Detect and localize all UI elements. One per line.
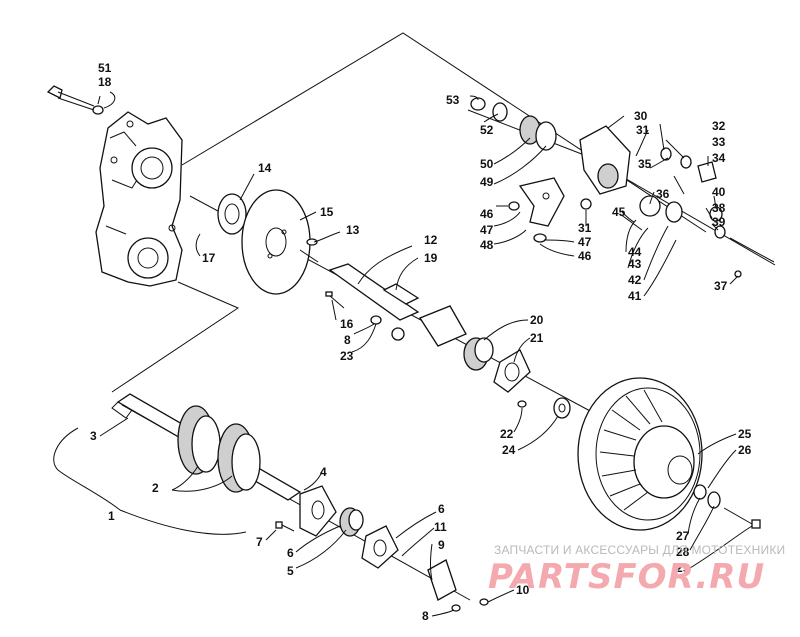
callout-c12: 12 [424,233,438,247]
mount-bracket-48 [508,177,565,243]
callout-c39: 39 [712,215,726,229]
callout-c25: 25 [738,427,752,441]
callout-c7: 7 [256,535,263,549]
washer-8-23 [370,315,405,341]
washer-24 [553,397,571,419]
washers-26-29 [693,484,761,529]
callout-c46b: 46 [578,249,592,263]
callout-c27: 27 [676,529,690,543]
bearing-housing-30 [579,125,631,195]
callout-c52: 52 [480,123,494,137]
callout-c8a: 8 [344,333,351,347]
callout-c38: 38 [712,201,726,215]
callout-c41: 41 [628,289,642,303]
callout-c33: 33 [712,135,726,149]
callout-c32: 32 [712,119,726,133]
bolt-22 [517,400,527,408]
gearcase-housing [95,111,183,287]
callout-c1: 1 [108,509,115,523]
callout-c50: 50 [480,157,494,171]
callout-c2: 2 [152,481,159,495]
callout-labels: 1 2 3 4 5 6 6 7 8 8 9 10 11 12 13 14 15 … [90,61,752,623]
callout-c31b: 31 [578,221,592,235]
callout-c53: 53 [446,93,460,107]
screw-16 [325,291,345,309]
callout-c8b: 8 [422,609,429,623]
callout-c44: 44 [628,245,642,259]
screw-7 [275,521,295,532]
callout-c18: 18 [98,75,112,89]
watermark: ЗАПЧАСТИ И АКСЕССУАРЫ ДЛЯ МОТОТЕХНИКИ PA… [488,543,785,597]
callout-c45: 45 [612,205,626,219]
callout-c35: 35 [638,157,652,171]
callout-c34: 34 [712,151,726,165]
callout-c26: 26 [738,443,752,457]
drive-sprockets-2 [177,405,261,493]
callout-c13: 13 [346,223,360,237]
callout-c5: 5 [287,564,294,578]
pin-13 [306,238,318,246]
callout-c3: 3 [90,429,97,443]
callout-c40: 40 [712,185,726,199]
secondary-pulley-25 [577,377,703,531]
callout-c49: 49 [480,175,494,189]
bolt-51 [46,85,104,115]
callout-c16: 16 [340,317,354,331]
callout-c37: 37 [714,279,728,293]
seals-49-53 [470,97,557,151]
callout-c43: 43 [628,257,642,271]
callout-c10: 10 [516,583,530,597]
callout-c17: 17 [202,251,216,265]
callout-c47a: 47 [480,223,494,237]
driven-clutch-plate [217,189,311,295]
callout-c20: 20 [530,313,544,327]
callout-c36: 36 [656,187,670,201]
callout-c46a: 46 [480,207,494,221]
leader-lines [53,91,753,617]
callout-c29: 29 [676,561,690,575]
callout-c28: 28 [676,545,690,559]
bearing-assembly-4-6 [299,485,489,612]
callout-c30: 30 [634,109,648,123]
shaft-12 [299,249,420,321]
watermark-logo: PARTSFOR.RU [488,557,765,597]
callout-c11: 11 [434,520,447,534]
watermark-tagline: ЗАПЧАСТИ И АКСЕССУАРЫ ДЛЯ МОТОТЕХНИКИ [494,543,785,557]
bearing-plate-20-21 [419,305,531,393]
callout-c47b: 47 [578,235,592,249]
callout-c6b: 6 [287,546,294,560]
callout-c22: 22 [500,427,514,441]
callout-c9: 9 [438,538,445,552]
callout-c48: 48 [480,238,494,252]
callout-c4: 4 [320,465,327,479]
callout-c23: 23 [340,349,354,363]
adjuster-hardware-32-45 [580,147,775,278]
callout-c19: 19 [424,251,438,265]
callout-c6a: 6 [438,502,445,516]
callout-c31a: 31 [636,123,650,137]
callout-c51: 51 [98,61,112,75]
callout-c42: 42 [628,273,642,287]
callout-c21: 21 [530,331,544,345]
callout-c15: 15 [320,205,334,219]
callout-c24: 24 [502,443,516,457]
callout-c14: 14 [258,161,272,175]
